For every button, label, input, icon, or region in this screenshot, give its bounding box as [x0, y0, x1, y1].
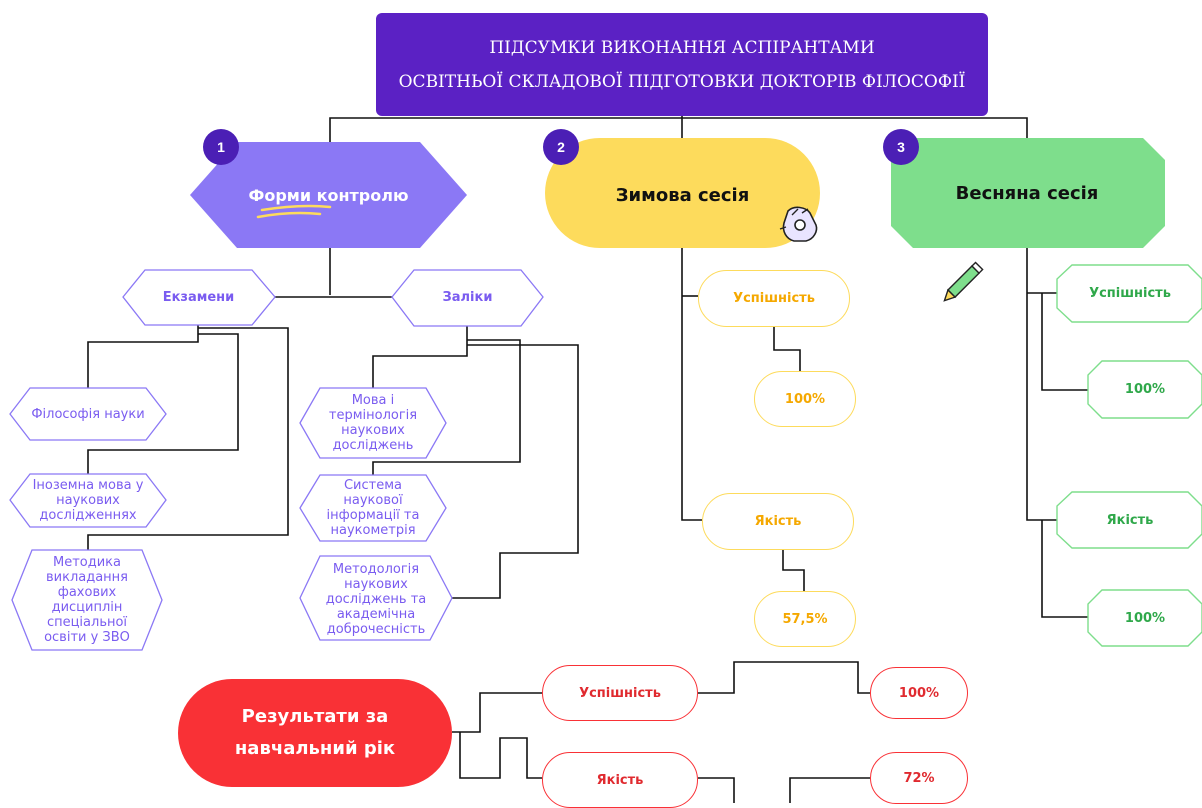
results-line-1: Результати за [241, 706, 389, 727]
results-success-value: 100% [870, 667, 968, 719]
credit-item-research-methodology: Методологія наукових досліджень та акаде… [325, 561, 427, 637]
control-hexagon [190, 142, 467, 248]
results-quality-label: Якість [542, 752, 698, 808]
control-title: Форми контролю [248, 185, 409, 205]
underline-scribble [256, 204, 332, 219]
branch-number-3: 3 [883, 129, 919, 165]
credit-item-1-shape [299, 387, 447, 459]
winter-quality-value: 57,5% [754, 591, 856, 647]
title-line-1: ПІДСУМКИ ВИКОНАННЯ АСПІРАНТАМИ [489, 37, 875, 58]
credit-item-3-shape [299, 555, 453, 641]
branch-number-1: 1 [203, 129, 239, 165]
ok-hand-icon [779, 206, 818, 242]
credit-item-2-shape [299, 474, 447, 542]
results-quality-value: 72% [870, 752, 968, 804]
spring-quality-label: Якість [1106, 512, 1154, 528]
exam-item-methodology: Методика викладання фахових дисциплін сп… [44, 555, 130, 645]
exam-item-3-shape [11, 549, 163, 651]
exam-item-1-shape [9, 387, 167, 441]
exams-hexagon [122, 269, 276, 326]
credit-item-scientometrics: Система наукової інформації та наукометр… [326, 478, 420, 538]
title-line-2: ОСВІТНЬОЇ СКЛАДОВОЇ ПІДГОТОВКИ ДОКТОРІВ … [398, 71, 966, 92]
winter-title: Зимова сесія [615, 184, 750, 206]
credit-item-terminology: Мова і термінологія наукових досліджень [328, 393, 418, 453]
spring-success-value: 100% [1124, 381, 1166, 397]
branch-number-2: 2 [543, 129, 579, 165]
pencil-icon [943, 261, 984, 302]
spring-success-label: Успішність [1089, 285, 1171, 301]
exam-item-philosophy: Філософія науки [31, 406, 145, 422]
spring-success-value-shape [1087, 360, 1202, 419]
spring-quality-value: 100% [1124, 610, 1166, 626]
winter-success-label: Успішність [698, 270, 850, 327]
spring-octagon [891, 138, 1165, 248]
winter-pill [545, 138, 820, 248]
results-success-label: Успішність [542, 665, 698, 721]
exam-item-foreign-language: Іноземна мова у наукових дослідженнях [32, 477, 144, 523]
spring-quality-value-shape [1087, 589, 1202, 647]
credits-hexagon [391, 269, 544, 327]
spring-quality-shape [1056, 491, 1202, 549]
results-box: Результати за навчальний рік [178, 679, 452, 787]
spring-success-shape [1056, 264, 1202, 323]
results-line-2: навчальний рік [234, 738, 396, 759]
exams-label: Екзамени [162, 289, 235, 305]
winter-quality-label: Якість [702, 493, 854, 550]
credits-label: Заліки [442, 289, 493, 305]
winter-success-value: 100% [754, 371, 856, 427]
diagram-title: ПІДСУМКИ ВИКОНАННЯ АСПІРАНТАМИ ОСВІТНЬОЇ… [376, 13, 988, 116]
spring-title: Весняна сесія [955, 182, 1099, 204]
exam-item-2-shape [9, 473, 167, 528]
